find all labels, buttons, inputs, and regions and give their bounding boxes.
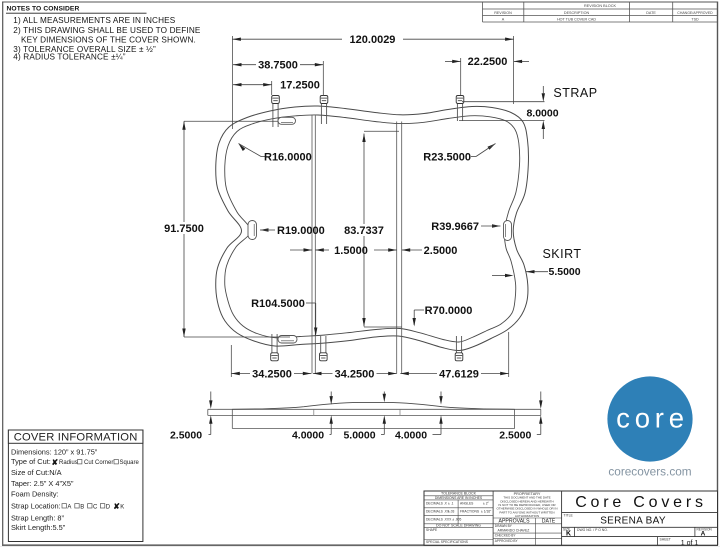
svg-text:1) ALL MEASUREMENTS ARE IN INC: 1) ALL MEASUREMENTS ARE IN INCHES [13, 16, 175, 25]
svg-text:Core Covers: Core Covers [575, 494, 707, 511]
svg-text:22.2500: 22.2500 [468, 56, 508, 68]
svg-text:34.2500: 34.2500 [252, 368, 292, 380]
svg-text:D: D [106, 504, 111, 510]
svg-text:REVISION: REVISION [494, 11, 512, 15]
svg-text:R104.5000: R104.5000 [251, 298, 305, 310]
svg-text:A: A [502, 17, 505, 21]
svg-text:SKIRT: SKIRT [542, 247, 581, 261]
svg-text:SPECIAL SPECIFICATIONS: SPECIAL SPECIFICATIONS [426, 540, 469, 544]
svg-text:PART TO ANYONE WITHOUT WRITTEN: PART TO ANYONE WITHOUT WRITTEN [499, 510, 554, 514]
svg-text:DESCRIPTION: DESCRIPTION [564, 11, 590, 15]
svg-text:R16.0000: R16.0000 [264, 152, 312, 164]
svg-text:STRAP: STRAP [553, 86, 597, 100]
svg-text:5.0000: 5.0000 [343, 429, 375, 441]
svg-text:K: K [566, 530, 571, 537]
svg-text:47.6129: 47.6129 [439, 368, 479, 380]
svg-text:TOLERANCE BLOCK: TOLERANCE BLOCK [441, 492, 477, 496]
svg-text:Foam Density:: Foam Density: [11, 489, 59, 498]
svg-text:DATE: DATE [646, 11, 656, 15]
svg-text:core: core [616, 403, 689, 434]
svg-text:K: K [120, 504, 124, 510]
svg-text:Type of Cut:: Type of Cut: [11, 457, 51, 466]
svg-text:TSD: TSD [691, 17, 699, 21]
svg-text:5.5000: 5.5000 [549, 266, 581, 278]
svg-text:R39.9667: R39.9667 [431, 221, 479, 233]
svg-text:PROPRIETARY: PROPRIETARY [514, 492, 541, 496]
svg-text:2.5000: 2.5000 [424, 245, 458, 257]
svg-text:Cut Corner: Cut Corner [84, 460, 113, 466]
svg-text:SERENA BAY: SERENA BAY [600, 515, 666, 526]
svg-text:OTHERWISE DISCLOSED IN WHOLE O: OTHERWISE DISCLOSED IN WHOLE OR IN [496, 507, 557, 511]
svg-text:AUTHORIZATION: AUTHORIZATION [515, 514, 539, 518]
svg-text:SIZE: SIZE [563, 527, 570, 531]
svg-text:FRACTIONS: FRACTIONS [460, 509, 480, 513]
svg-text:Skirt Length:5.5”: Skirt Length:5.5” [11, 523, 66, 532]
svg-text:34.2500: 34.2500 [335, 368, 375, 380]
svg-text:APPROVALS: APPROVALS [498, 519, 530, 525]
svg-text:NOTES TO CONSIDER: NOTES TO CONSIDER [7, 6, 80, 13]
svg-text:DECIMALS .XX: DECIMALS .XX [426, 509, 450, 513]
svg-text:DECIMALS .XXX ± .005: DECIMALS .XXX ± .005 [426, 517, 462, 521]
svg-text:3) TOLERANCE OVERALL SIZE ± ½”: 3) TOLERANCE OVERALL SIZE ± ½” [13, 45, 156, 54]
svg-text:DECIMALS .X: DECIMALS .X [426, 502, 448, 506]
svg-text:83.7337: 83.7337 [344, 225, 384, 237]
svg-text:120.0029: 120.0029 [350, 34, 396, 46]
svg-text:COVER INFORMATION: COVER INFORMATION [14, 432, 138, 444]
svg-text:1.5000: 1.5000 [334, 245, 368, 257]
svg-text:1 of 1: 1 of 1 [681, 540, 699, 547]
svg-text:± 2°: ± 2° [483, 502, 490, 506]
svg-text:Radius: Radius [59, 460, 78, 466]
svg-text:SHAPE: SHAPE [426, 528, 438, 532]
svg-text:SHEET: SHEET [660, 538, 671, 542]
svg-text:± 1/16”: ± 1/16” [481, 509, 491, 513]
svg-text:C: C [93, 504, 98, 510]
svg-text:R23.5000: R23.5000 [423, 152, 471, 164]
svg-text:DRAWN BY: DRAWN BY [495, 524, 513, 528]
svg-text:R19.0000: R19.0000 [277, 225, 325, 237]
svg-text:HOT TUB COVER CAD: HOT TUB COVER CAD [557, 17, 596, 21]
svg-text:91.7500: 91.7500 [164, 223, 204, 235]
svg-text:✘: ✘ [52, 458, 59, 467]
svg-text:corecovers.com: corecovers.com [608, 464, 691, 478]
svg-text:Size of Cut:N/A: Size of Cut:N/A [11, 468, 62, 477]
svg-text:DISCLOSED HEREIN AND HEREWITH: DISCLOSED HEREIN AND HEREWITH [500, 499, 553, 503]
svg-text:KEY DIMENSIONS OF THE COVER SH: KEY DIMENSIONS OF THE COVER SHOWN. [21, 35, 196, 44]
svg-text:IS NOT TO BE REPRODUCED, USED: IS NOT TO BE REPRODUCED, USED OR [498, 503, 556, 507]
svg-text:Dimensions: 120” x 91.75”: Dimensions: 120” x 91.75” [11, 448, 98, 457]
svg-text:REVISION BLOCK: REVISION BLOCK [584, 4, 617, 8]
svg-text:ARMANDO CHAVEZ: ARMANDO CHAVEZ [498, 528, 530, 532]
svg-text:± .1: ± .1 [448, 502, 454, 506]
svg-text:A: A [701, 530, 706, 537]
svg-text:ANGLES: ANGLES [460, 502, 474, 506]
svg-text:4.0000: 4.0000 [292, 429, 324, 441]
svg-text:DATE: DATE [542, 519, 556, 525]
svg-text:B: B [80, 504, 84, 510]
svg-text:±.03: ±.03 [448, 509, 455, 513]
svg-text:THIS DOCUMENT AND THE DATE: THIS DOCUMENT AND THE DATE [503, 496, 550, 500]
svg-text:Strap Length: 8”: Strap Length: 8” [11, 514, 65, 523]
svg-text:2.5000: 2.5000 [499, 429, 531, 441]
svg-text:DO NOT SCALE DRAWING: DO NOT SCALE DRAWING [436, 523, 481, 527]
svg-text:APPROVED BY: APPROVED BY [495, 539, 519, 543]
svg-text:✘: ✘ [113, 502, 120, 511]
svg-text:Taper: 2.5” X 4”X5”: Taper: 2.5” X 4”X5” [11, 479, 74, 488]
svg-text:DIMENSIONS ARE IN INCHES: DIMENSIONS ARE IN INCHES [435, 496, 483, 500]
svg-text:4.0000: 4.0000 [395, 429, 427, 441]
svg-text:REVISION: REVISION [697, 527, 713, 531]
svg-text:CHECKED BY: CHECKED BY [495, 533, 517, 537]
svg-text:17.2500: 17.2500 [280, 80, 320, 92]
svg-text:A: A [67, 504, 71, 510]
svg-text:4) RADIUS TOLERANCE ±¼”: 4) RADIUS TOLERANCE ±¼” [13, 53, 125, 62]
svg-text:Square: Square [120, 460, 140, 466]
svg-text:2.5000: 2.5000 [170, 429, 202, 441]
svg-text:TITLE: TITLE [564, 514, 574, 518]
svg-text:R70.0000: R70.0000 [425, 305, 473, 317]
svg-text:Strap Location:: Strap Location: [11, 501, 61, 510]
svg-text:DWG NO. / P O NO.: DWG NO. / P O NO. [577, 528, 608, 532]
svg-text:8.0000: 8.0000 [526, 107, 558, 119]
svg-text:38.7500: 38.7500 [258, 60, 298, 72]
svg-text:2) THIS DRAWING SHALL BE USED: 2) THIS DRAWING SHALL BE USED TO DEFINE [13, 26, 201, 35]
svg-text:CHANGE/APPROVED: CHANGE/APPROVED [677, 11, 713, 15]
